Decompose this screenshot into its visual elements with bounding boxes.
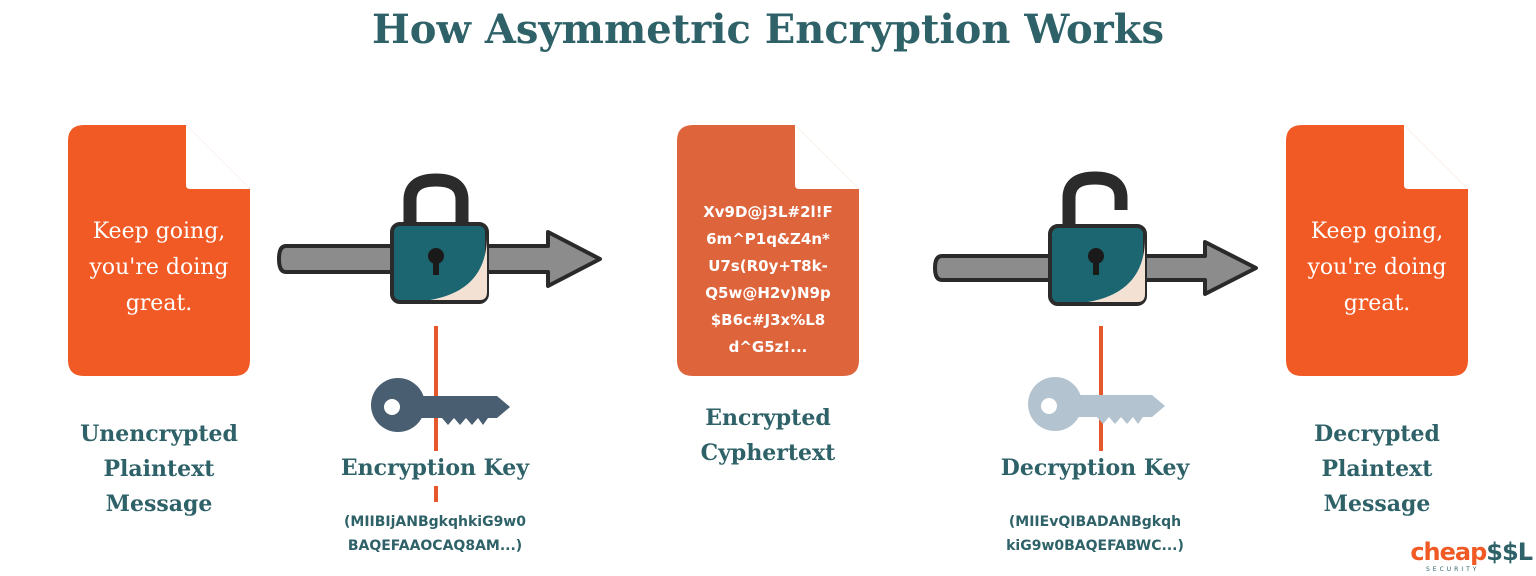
locked-padlock-icon [390,173,489,304]
decryption-key-icon [1028,377,1165,431]
label-line: Decrypted [1314,421,1440,447]
plaintext-document-text: Keep going, you're doing great. [68,214,250,322]
document-line: Keep going, [1310,219,1444,244]
decryption-key-value: (MIIEvQIBADANBgkqh kiG9w0BAQEFABWC...) [960,510,1230,558]
decrypted-document-text: Keep going, you're doing great. [1286,214,1468,322]
ciphertext-label: Encrypted Cyphertext [648,401,888,471]
label-line: Plaintext [1321,456,1433,482]
encryption-key-label: Encryption Key [300,451,570,486]
document-line: 6m^P1q&Z4n* [706,230,830,248]
label-line: Message [1323,491,1431,517]
decryption-key-label: Decryption Key [960,451,1230,486]
ciphertext-document-icon [677,125,859,376]
unlocked-padlock-icon [1048,171,1147,306]
ciphertext-document-text: Xv9D@j3L#2l!F 6m^P1q&Z4n* U7s(R0y+T8k- Q… [677,199,859,361]
document-line: U7s(R0y+T8k- [708,257,828,275]
document-line: d^G5z!... [728,338,808,356]
plaintext-document-icon [68,125,250,376]
label-line: Unencrypted [80,421,238,447]
brand-part2: $$L [1486,538,1533,566]
label-line: Encrypted [705,405,831,431]
label-line: Message [105,491,213,517]
label-line: Cyphertext [700,440,836,466]
document-line: you're doing [89,255,229,280]
brand-logo: cheap$$L SECURITY [1410,538,1533,574]
plaintext-label: Unencrypted Plaintext Message [40,417,278,522]
key-value-line: BAQEFAAOCAQ8AM...) [347,538,523,554]
document-line: $B6c#J3x%L8 [710,311,826,329]
key-value-line: (MIIEvQIBADANBgkqh [1008,514,1182,530]
encryption-key-icon [371,378,510,432]
brand-part1: cheap [1410,538,1487,566]
document-line: Keep going, [92,219,226,244]
document-line: Xv9D@j3L#2l!F [703,203,833,221]
brand-wordmark: cheap$$L [1410,538,1533,566]
document-line: great. [1343,291,1411,316]
encryption-key-value: (MIIBIjANBgkqhkiG9w0 BAQEFAAOCAQ8AM...) [300,510,570,558]
key-value-line: kiG9w0BAQEFABWC...) [1006,538,1184,554]
label-line: Plaintext [103,456,215,482]
decrypted-label: Decrypted Plaintext Message [1258,417,1496,522]
brand-subtitle: SECURITY [1426,566,1480,573]
page-title: How Asymmetric Encryption Works [372,6,1164,53]
document-line: great. [125,291,193,316]
key-value-line: (MIIBIjANBgkqhkiG9w0 [344,514,526,530]
document-line: you're doing [1307,255,1447,280]
decrypted-document-icon [1286,125,1468,376]
document-line: Q5w@H2v)N9p [705,284,831,302]
